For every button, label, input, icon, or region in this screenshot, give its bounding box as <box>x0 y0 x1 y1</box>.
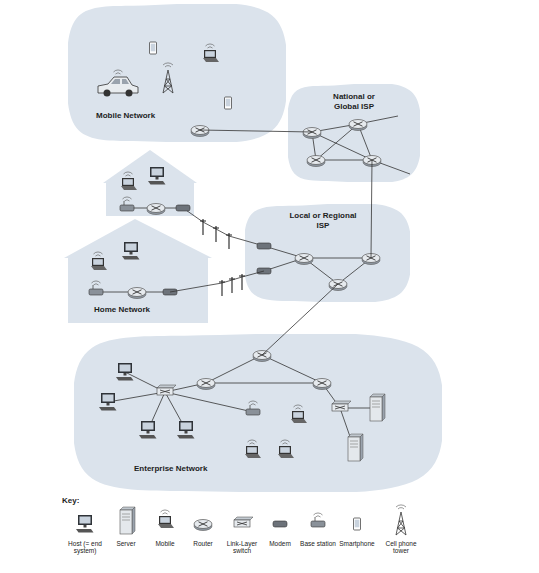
network-region: Mobile Network <box>68 4 286 142</box>
server-icon <box>348 434 363 461</box>
telephone-pole <box>200 219 206 235</box>
legend-text: Link-Layer switch <box>222 540 262 555</box>
network-region: Local or Regional ISP <box>245 204 410 302</box>
legend-item: Mobile <box>145 540 185 547</box>
router-icon <box>197 379 215 390</box>
legend-item: Router <box>183 540 223 547</box>
region-label: Mobile Network <box>96 111 196 121</box>
region-label: National or Global ISP <box>322 92 386 111</box>
server-icon <box>120 507 135 534</box>
smartphone-icon <box>150 42 157 54</box>
link-line <box>304 258 371 259</box>
router-icon <box>307 156 325 167</box>
region-label: Home Network <box>94 305 184 315</box>
router-icon <box>329 280 347 291</box>
legend-item: Smartphone <box>337 540 377 547</box>
base-station-icon <box>120 197 134 211</box>
legend-text: Mobile <box>145 540 185 547</box>
telephone-pole <box>213 226 219 242</box>
router-icon <box>147 204 165 215</box>
link-line <box>206 383 322 384</box>
legend-text: Server <box>106 540 146 547</box>
host-icon <box>116 363 134 381</box>
link-layer-switch-icon <box>234 517 253 527</box>
legend-text: Router <box>183 540 223 547</box>
host-icon <box>76 515 94 533</box>
link-layer-switch-icon <box>157 385 176 395</box>
server-icon <box>370 394 385 421</box>
legend-text: Base station <box>298 540 338 547</box>
legend-item: Host (= end system) <box>65 540 105 555</box>
modem-icon <box>273 521 287 527</box>
router-icon <box>194 520 212 531</box>
network-link <box>284 302 318 334</box>
legend-item: Base station <box>298 540 338 547</box>
legend-text: Host (= end system) <box>65 540 105 555</box>
region-label: Local or Regional ISP <box>289 211 357 230</box>
legend-item: Cell phone tower <box>381 540 421 555</box>
host-icon <box>148 167 166 185</box>
router-icon <box>128 288 146 299</box>
base-station-icon <box>311 513 325 527</box>
region-outline <box>74 334 442 492</box>
region-outline <box>68 4 286 142</box>
telephone-pole <box>226 233 232 249</box>
router-icon <box>313 379 331 390</box>
smartphone-icon <box>225 97 232 109</box>
legend-item: Server <box>106 540 146 547</box>
modem-icon <box>257 243 271 249</box>
network-link <box>286 131 288 132</box>
cell-tower-icon <box>396 505 406 535</box>
router-icon <box>349 120 367 131</box>
legend-item: Link-Layer switch <box>222 540 262 555</box>
mobile-laptop-icon <box>158 510 174 528</box>
mobile-laptop-icon <box>121 172 137 190</box>
network-region: Enterprise Network <box>74 334 442 492</box>
network-region: National or Global ISP <box>288 84 420 182</box>
legend-text: Smartphone <box>337 540 377 547</box>
modem-icon <box>176 205 190 211</box>
host-icon <box>99 393 117 411</box>
region-label: Enterprise Network <box>134 464 254 474</box>
link-layer-switch-icon <box>332 401 351 411</box>
host-icon <box>177 421 195 439</box>
smartphone-icon <box>354 518 361 530</box>
legend-item: Modem <box>260 540 300 547</box>
house-outline <box>103 150 197 216</box>
key-heading: Key: <box>62 496 79 505</box>
host-icon <box>122 242 140 260</box>
legend-text: Cell phone tower <box>381 540 421 555</box>
router-icon <box>191 126 209 137</box>
router-icon <box>295 254 313 265</box>
host-icon <box>139 421 157 439</box>
home-region: Home Network <box>64 219 212 323</box>
network-link <box>212 276 245 285</box>
router-icon <box>253 351 271 362</box>
network-link <box>371 182 372 204</box>
legend-text: Modem <box>260 540 300 547</box>
router-icon <box>303 128 321 139</box>
